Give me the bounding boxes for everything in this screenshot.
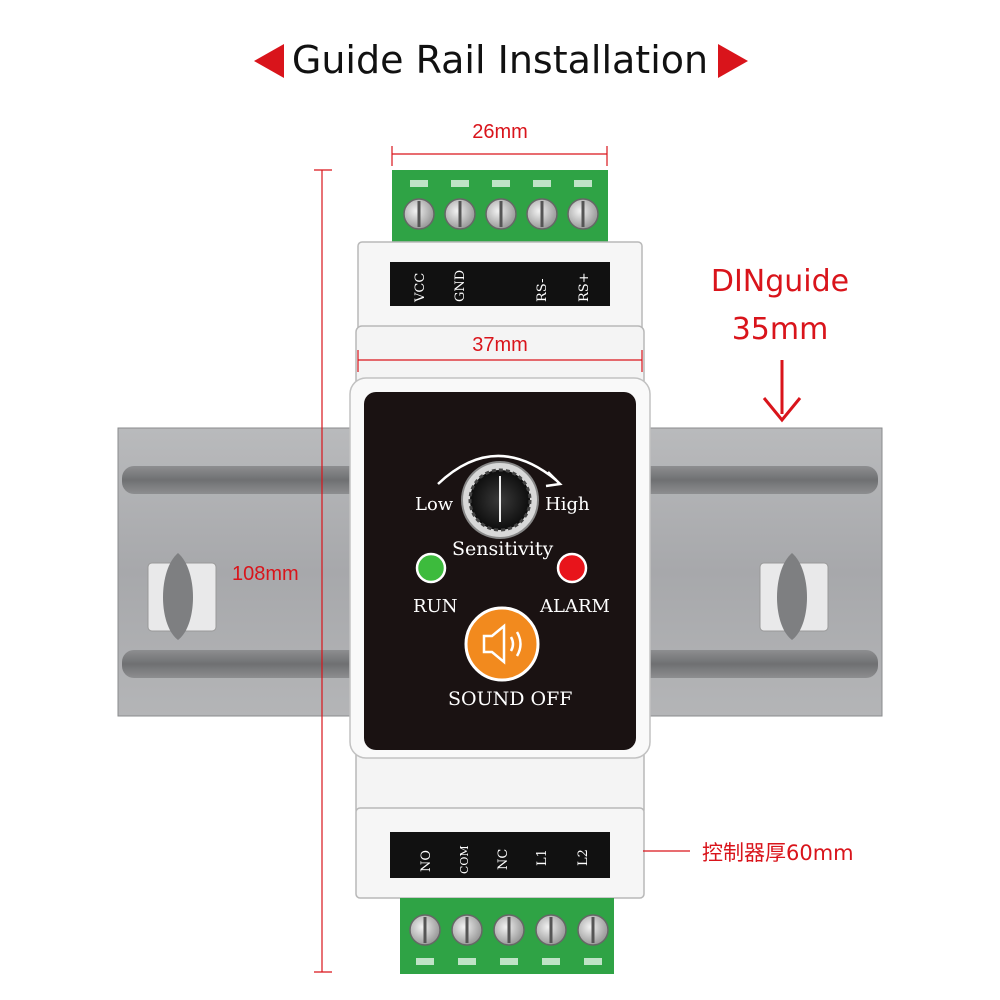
din-size-label: 35mm <box>731 312 829 347</box>
terminal-label-gnd: GND <box>453 270 468 302</box>
page-title: Guide Rail Installation <box>291 38 709 82</box>
right-arrow-icon <box>718 44 748 78</box>
bottom-terminal-block <box>400 898 614 974</box>
sound-off-label: SOUND OFF <box>448 688 572 710</box>
terminal-label-rs-minus: RS- <box>535 278 550 302</box>
speaker-icon <box>482 623 522 665</box>
run-led <box>415 552 447 584</box>
alarm-led <box>556 552 588 584</box>
sound-off-button[interactable] <box>464 606 540 682</box>
din-down-arrow-icon <box>762 360 802 423</box>
sensitivity-label: Sensitivity <box>452 538 553 560</box>
sensitivity-knob[interactable] <box>437 454 563 539</box>
din-label: DINguide <box>710 264 850 299</box>
terminal-label-com: COM <box>458 845 471 874</box>
body-width-label: 37mm <box>472 334 528 356</box>
alarm-label: ALARM <box>539 596 610 617</box>
knob-low-label: Low <box>415 494 454 515</box>
terminal-label-l2: L2 <box>576 849 591 866</box>
dimension-lines <box>314 146 690 973</box>
knob-high-label: High <box>545 494 590 515</box>
terminal-label-vcc: VCC <box>413 273 428 303</box>
top-width-label: 26mm <box>472 121 528 143</box>
terminal-label-l1: L1 <box>535 849 550 866</box>
thickness-note: 控制器厚60mm <box>702 841 854 865</box>
terminal-label-no: NO <box>419 850 434 872</box>
top-terminal-block <box>392 170 608 246</box>
front-panel <box>364 392 636 750</box>
controller-housing <box>349 241 651 899</box>
arrow-icon <box>545 471 563 488</box>
left-arrow-icon <box>254 44 284 78</box>
run-label: RUN <box>413 596 457 617</box>
terminal-label-rs-plus: RS+ <box>577 272 592 302</box>
height-label: 108mm <box>232 563 299 585</box>
terminal-label-nc: NC <box>496 849 511 870</box>
